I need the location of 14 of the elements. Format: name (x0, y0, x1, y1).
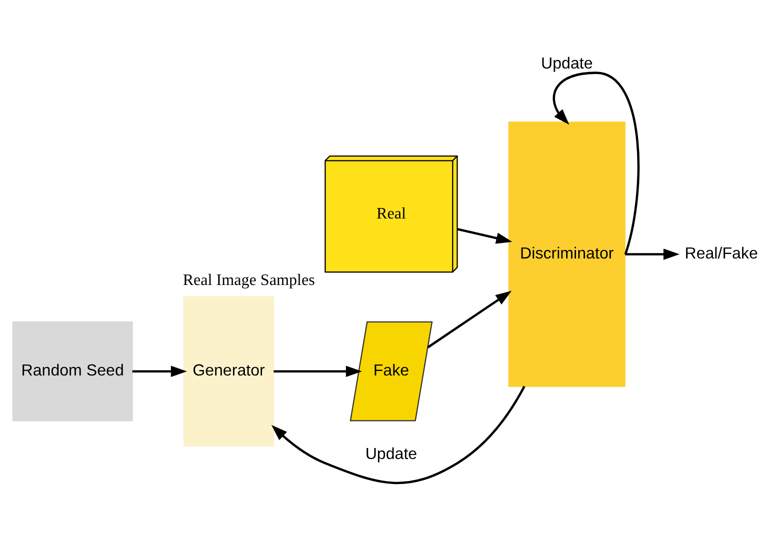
edge-label: Update (541, 54, 593, 72)
node-label: Real Image Samples (182, 271, 315, 288)
node-box: Discriminator (508, 121, 626, 386)
edge-label: Update (365, 444, 418, 462)
arrow (625, 248, 680, 260)
node-box: Generator (183, 296, 274, 446)
node-box: Random Seed (12, 320, 133, 421)
arrow (132, 365, 187, 376)
arrow (552, 71, 640, 254)
arrow (274, 365, 362, 376)
arrow (457, 228, 512, 244)
node-text: Real/Fake (684, 244, 758, 262)
arrow (427, 290, 512, 348)
arrow (271, 385, 526, 484)
